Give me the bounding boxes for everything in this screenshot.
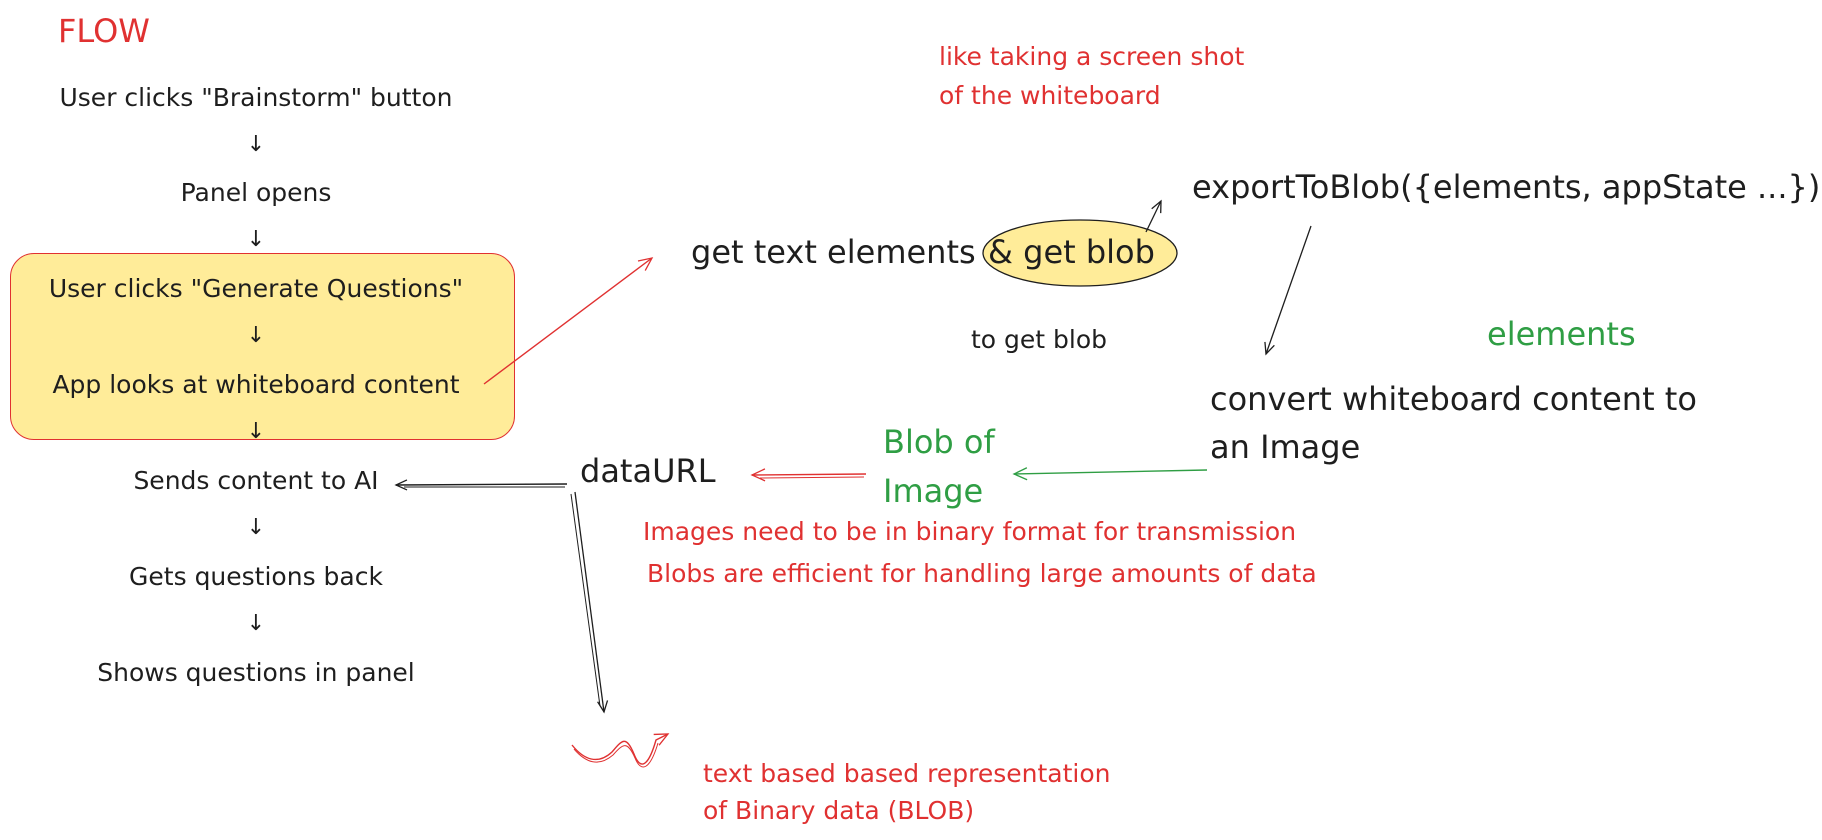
box-to-get-elements-arrow: [483, 257, 654, 385]
squiggle-arrow: [571, 733, 670, 765]
down-arrow-3: ↓: [246, 323, 266, 348]
screenshot-note-line-1: like taking a screen shot: [939, 42, 1245, 71]
dataurl-down-arrow: [574, 491, 609, 714]
blob-of-image-line-1: Blob of: [883, 423, 995, 461]
dataurl-down-arrow-stroke2: [570, 493, 601, 707]
flow-step-3: User clicks "Generate Questions": [48, 274, 464, 303]
convert-to-blob-arrow: [1012, 467, 1208, 481]
squiggle-arrow-stroke2: [573, 742, 659, 768]
get-blob-label: & get blob: [988, 233, 1155, 271]
export-to-blob-label: exportToBlob({elements, appState ...}): [1192, 168, 1821, 206]
elements-label: elements: [1487, 315, 1636, 353]
flow-step-5: Sends content to AI: [133, 466, 379, 495]
export-to-convert-arrow: [1264, 225, 1312, 356]
ellipse-to-export-arrow: [1145, 199, 1162, 233]
dataurl-to-send-arrow: [394, 479, 568, 491]
screenshot-note-line-2: of the whiteboard: [939, 81, 1161, 110]
flow-step-6: Gets questions back: [129, 562, 383, 591]
flow-step-7: Shows questions in panel: [97, 658, 415, 687]
get-text-elements-label: get text elements: [691, 233, 976, 271]
down-arrow-5: ↓: [246, 515, 266, 540]
flow-step-2: Panel opens: [180, 178, 332, 207]
blob-of-image-line-2: Image: [883, 472, 984, 510]
down-arrow-6: ↓: [246, 611, 266, 636]
binary-format-note: Images need to be in binary format for t…: [643, 517, 1297, 546]
get-blob-ellipse: [982, 219, 1178, 287]
highlight-box: [10, 253, 515, 440]
down-arrow-2: ↓: [246, 227, 266, 252]
convert-line-2: an Image: [1210, 428, 1361, 466]
convert-line-1: convert whiteboard content to: [1210, 380, 1697, 418]
representation-note-line-1: text based based representation: [703, 759, 1111, 788]
down-arrow-4: ↓: [246, 419, 266, 444]
to-get-blob-label: to get blob: [971, 325, 1108, 354]
blob-to-dataurl-arrow-stroke2: [759, 476, 865, 479]
down-arrow-1: ↓: [246, 132, 266, 157]
flow-step-1: User clicks "Brainstorm" button: [59, 83, 453, 112]
blob-to-dataurl-arrow: [750, 468, 867, 482]
flow-title: FLOW: [58, 12, 150, 50]
flow-step-4: App looks at whiteboard content: [52, 370, 460, 399]
representation-note-line-2: of Binary data (BLOB): [703, 796, 975, 825]
blobs-efficient-note: Blobs are efficient for handling large a…: [647, 559, 1317, 588]
data-url-label: dataURL: [580, 452, 716, 490]
